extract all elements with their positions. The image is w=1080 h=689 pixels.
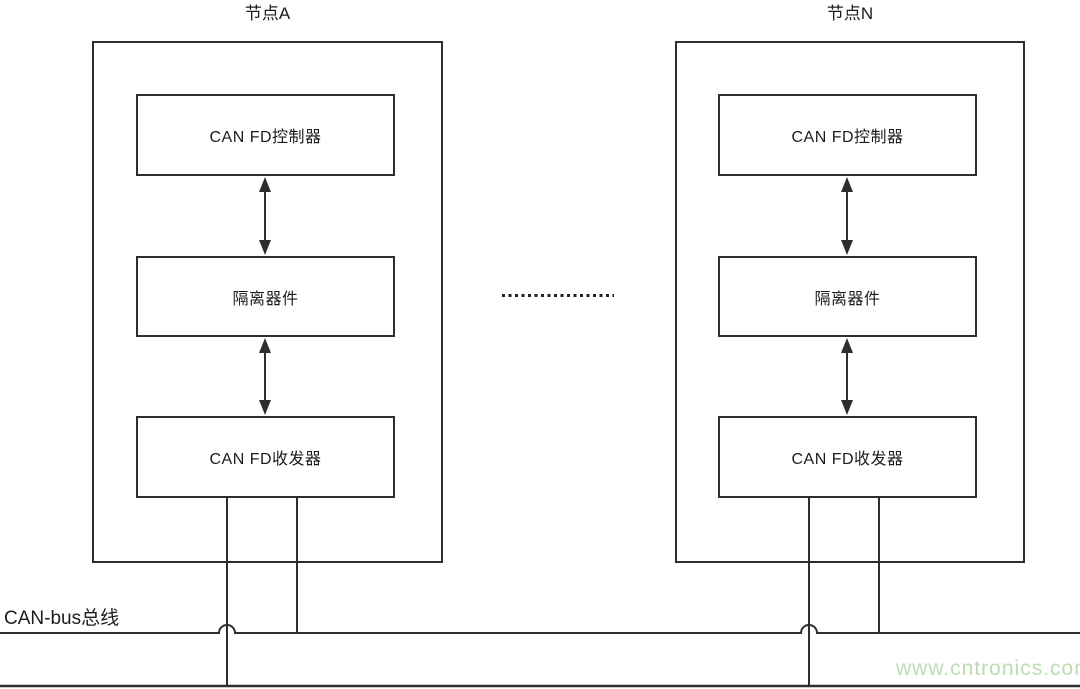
- node-a-block-canfd-controller: CAN FD控制器: [136, 94, 395, 176]
- ellipsis-dots-icon: [502, 294, 614, 297]
- node-a-outline: [92, 41, 443, 563]
- node-a-block-isolator: 隔离器件: [136, 256, 395, 337]
- node-n-block-canfd-controller: CAN FD控制器: [718, 94, 977, 176]
- node-n-outline: [675, 41, 1025, 563]
- node-a-block-canfd-transceiver: CAN FD收发器: [136, 416, 395, 498]
- node-n-block-isolator: 隔离器件: [718, 256, 977, 337]
- node-n-title: 节点N: [826, 4, 874, 23]
- node-a-title: 节点A: [244, 4, 291, 23]
- bus-line-top: [0, 624, 1080, 634]
- node-n-block-canfd-transceiver: CAN FD收发器: [718, 416, 977, 498]
- can-bus-label: CAN-bus总线: [4, 608, 120, 629]
- watermark-text: www.cntronics.com: [896, 657, 1080, 680]
